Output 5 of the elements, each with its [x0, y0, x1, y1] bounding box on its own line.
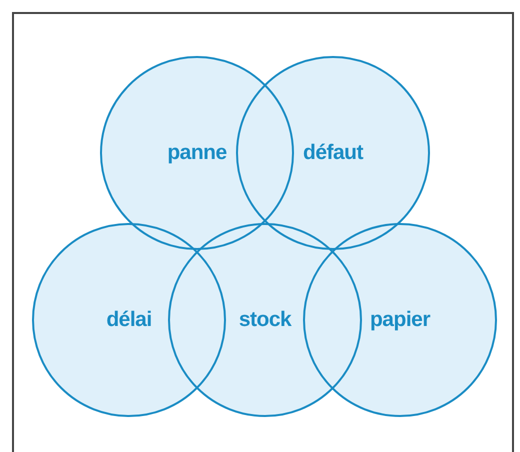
- circle-label: panne: [167, 141, 227, 165]
- circle-label: papier: [370, 308, 430, 332]
- circle-label: stock: [238, 308, 292, 332]
- circle-label: défaut: [303, 141, 363, 165]
- circle-label: délai: [106, 308, 152, 332]
